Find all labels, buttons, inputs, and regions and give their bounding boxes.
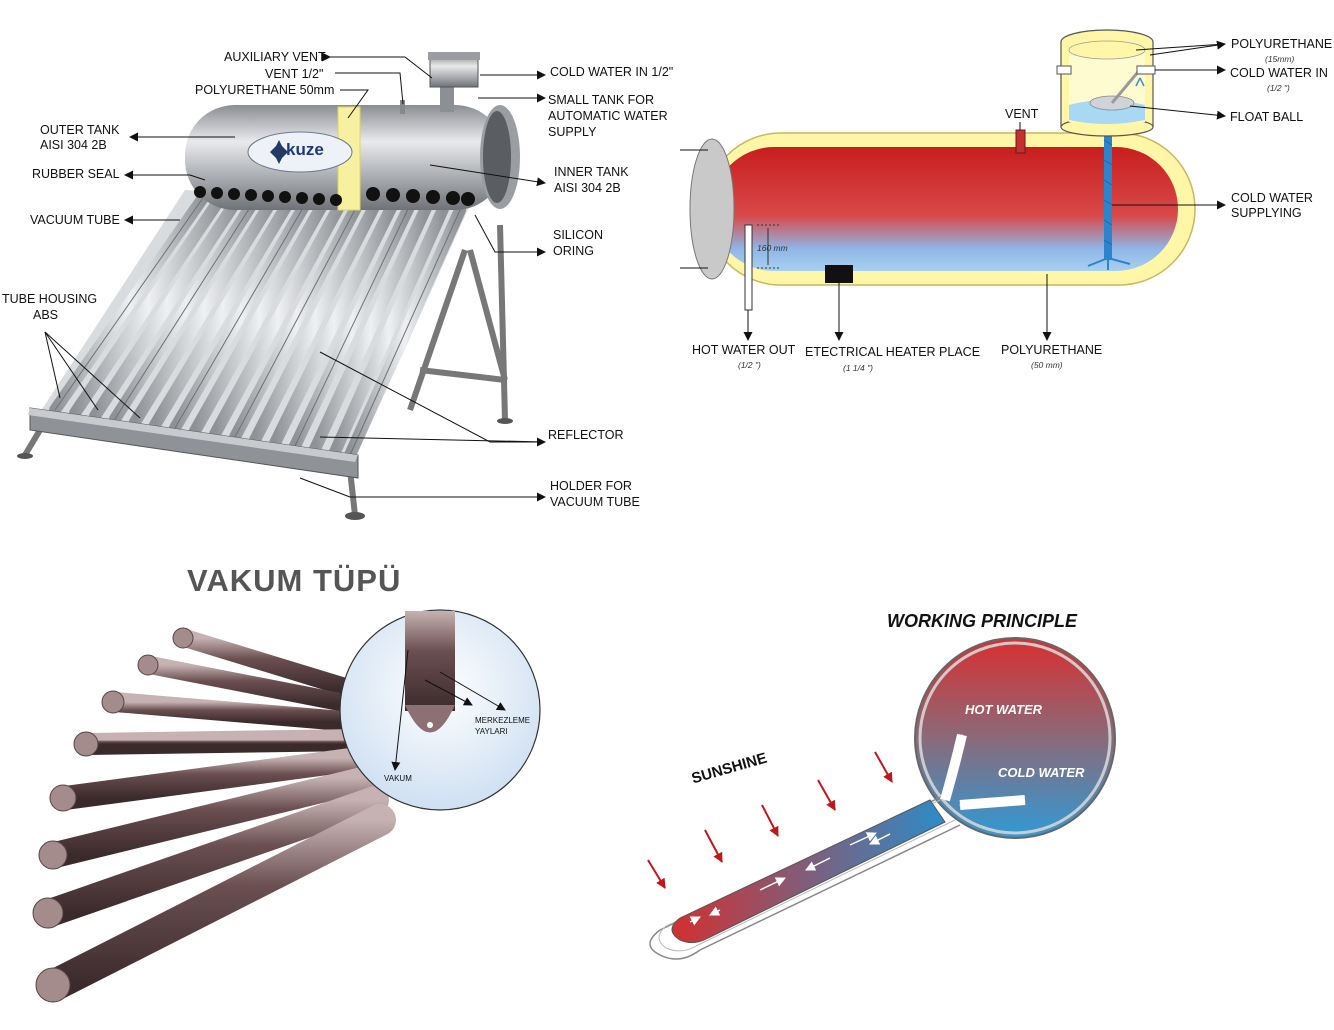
cold-supply-pipe (1104, 120, 1112, 260)
label-polyurethane-top: POLYURETHANE (1231, 37, 1333, 51)
tank-end-cap (689, 138, 735, 280)
label-rubber-seal: RUBBER SEAL (32, 167, 120, 181)
label-hot-water-out-sub: (1/2 ") (738, 360, 761, 370)
label-small-tank-3: SUPPLY (548, 125, 597, 139)
label-outer-tank-material: AISI 304 2B (40, 138, 107, 152)
label-auxiliary-vent: AUXILIARY VENT (224, 50, 326, 64)
label-heater-sub: (1 1/4 ") (843, 363, 873, 373)
label-vent: VENT 1/2" (265, 67, 324, 81)
label-inner-tank: INNER TANK (554, 165, 629, 179)
tank-cross-section (680, 29, 1226, 341)
label-cold-water-supplying: COLD WATER (1231, 191, 1313, 205)
tube-sockets (194, 186, 475, 206)
label-small-tank-2: AUTOMATIC WATER (548, 109, 668, 123)
heater-socket (825, 265, 853, 283)
label-hot-water: HOT WATER (965, 702, 1043, 717)
hot-water-pipe (744, 224, 753, 311)
working-principle-illustration (647, 637, 1116, 960)
label-outer-tank: OUTER TANK (40, 123, 120, 137)
label-inner-tank-material: AISI 304 2B (554, 181, 621, 195)
label-cold-water: COLD WATER (998, 765, 1085, 780)
tank-body (185, 105, 520, 211)
label-holder-2: VACUUM TUBE (550, 495, 640, 509)
vent-pipe (1015, 129, 1026, 154)
label-oring: ORING (553, 244, 594, 258)
label-polyurethane-bottom-sub: (50 mm) (1031, 360, 1063, 370)
support-frame (22, 224, 508, 516)
label-reflector: REFLECTOR (548, 428, 624, 442)
vacuum-tube-array (35, 189, 470, 470)
water-body (712, 147, 1178, 271)
small-auto-supply-tank (400, 52, 480, 114)
label-tube-housing: TUBE HOUSING (2, 292, 98, 306)
label-merkezleme: MERKEZLEME (475, 716, 531, 725)
label-tube-housing-material: ABS (33, 308, 59, 322)
vacuum-tube-title: VAKUM TÜPÜ (187, 563, 402, 598)
label-vacuum-tube: VACUUM TUBE (30, 213, 120, 227)
label-cold-water-supplying-2: SUPPLYING (1231, 206, 1302, 220)
label-polyurethane-top-sub: (15mm) (1265, 54, 1295, 64)
label-float-ball: FLOAT BALL (1230, 110, 1304, 124)
label-holder: HOLDER FOR (550, 479, 632, 493)
label-polyurethane-bottom: POLYURETHANE (1001, 343, 1103, 357)
label-vent-top: VENT (1005, 107, 1039, 121)
storage-circle (914, 637, 1116, 839)
label-cold-water-in-top: COLD WATER IN (1230, 66, 1328, 80)
label-dimension: 160 mm (757, 243, 788, 253)
label-yaylari: YAYLARI (475, 727, 508, 736)
solar-collector-illustration (17, 52, 546, 520)
label-silicon: SILICON (553, 228, 604, 242)
working-principle-title: WORKING PRINCIPLE (887, 611, 1078, 631)
brand-badge (247, 131, 353, 173)
label-vakum: VAKUM (384, 774, 412, 783)
label-small-tank: SMALL TANK FOR (548, 93, 655, 107)
label-hot-water-out: HOT WATER OUT (692, 343, 796, 357)
label-cold-water-in: COLD WATER IN 1/2" (550, 65, 674, 79)
brand-text: kuze (286, 140, 324, 159)
star-logo-icon (270, 140, 288, 164)
vacuum-tube-fan (32, 609, 541, 1003)
float-tank (1056, 29, 1156, 137)
label-cold-water-in-sub: (1/2 ") (1267, 83, 1290, 93)
label-heater-place: ETECTRICAL HEATER PLACE (805, 345, 981, 359)
label-polyurethane: POLYURETHANE 50mm (195, 83, 335, 97)
